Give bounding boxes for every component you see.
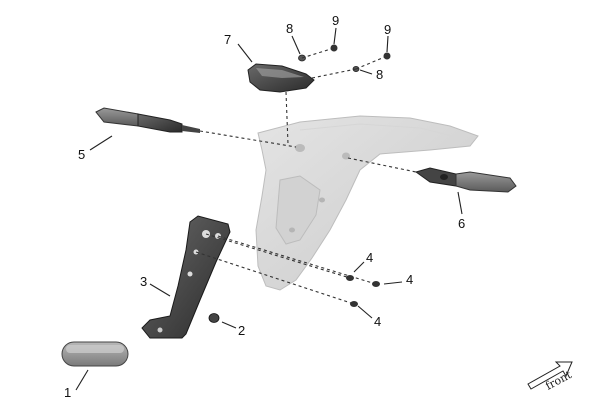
turn-signal-left	[95, 107, 200, 133]
screw-b	[372, 281, 380, 287]
leader-lines	[75, 27, 463, 391]
grommet	[208, 313, 220, 323]
nut-lower	[383, 52, 391, 60]
rear-fender	[255, 115, 479, 291]
screw-c	[350, 301, 358, 307]
callout-4-a: 4	[366, 250, 373, 265]
callout-9-b: 9	[384, 22, 391, 37]
callout-1: 1	[64, 385, 71, 400]
assembly-lines	[195, 47, 417, 305]
reflector	[61, 341, 129, 367]
callout-8-b: 8	[376, 67, 383, 82]
tail-light	[247, 63, 315, 93]
front-arrow-icon	[527, 361, 573, 390]
callout-9-a: 9	[332, 13, 339, 28]
callout-4-b: 4	[406, 272, 413, 287]
callout-6: 6	[458, 216, 465, 231]
callout-7: 7	[224, 32, 231, 47]
callout-2: 2	[238, 323, 245, 338]
callout-8-a: 8	[286, 21, 293, 36]
turn-signal-right	[414, 167, 517, 193]
callout-4-c: 4	[374, 314, 381, 329]
callout-3: 3	[140, 274, 147, 289]
callout-5: 5	[78, 147, 85, 162]
nut-upper	[330, 44, 338, 52]
